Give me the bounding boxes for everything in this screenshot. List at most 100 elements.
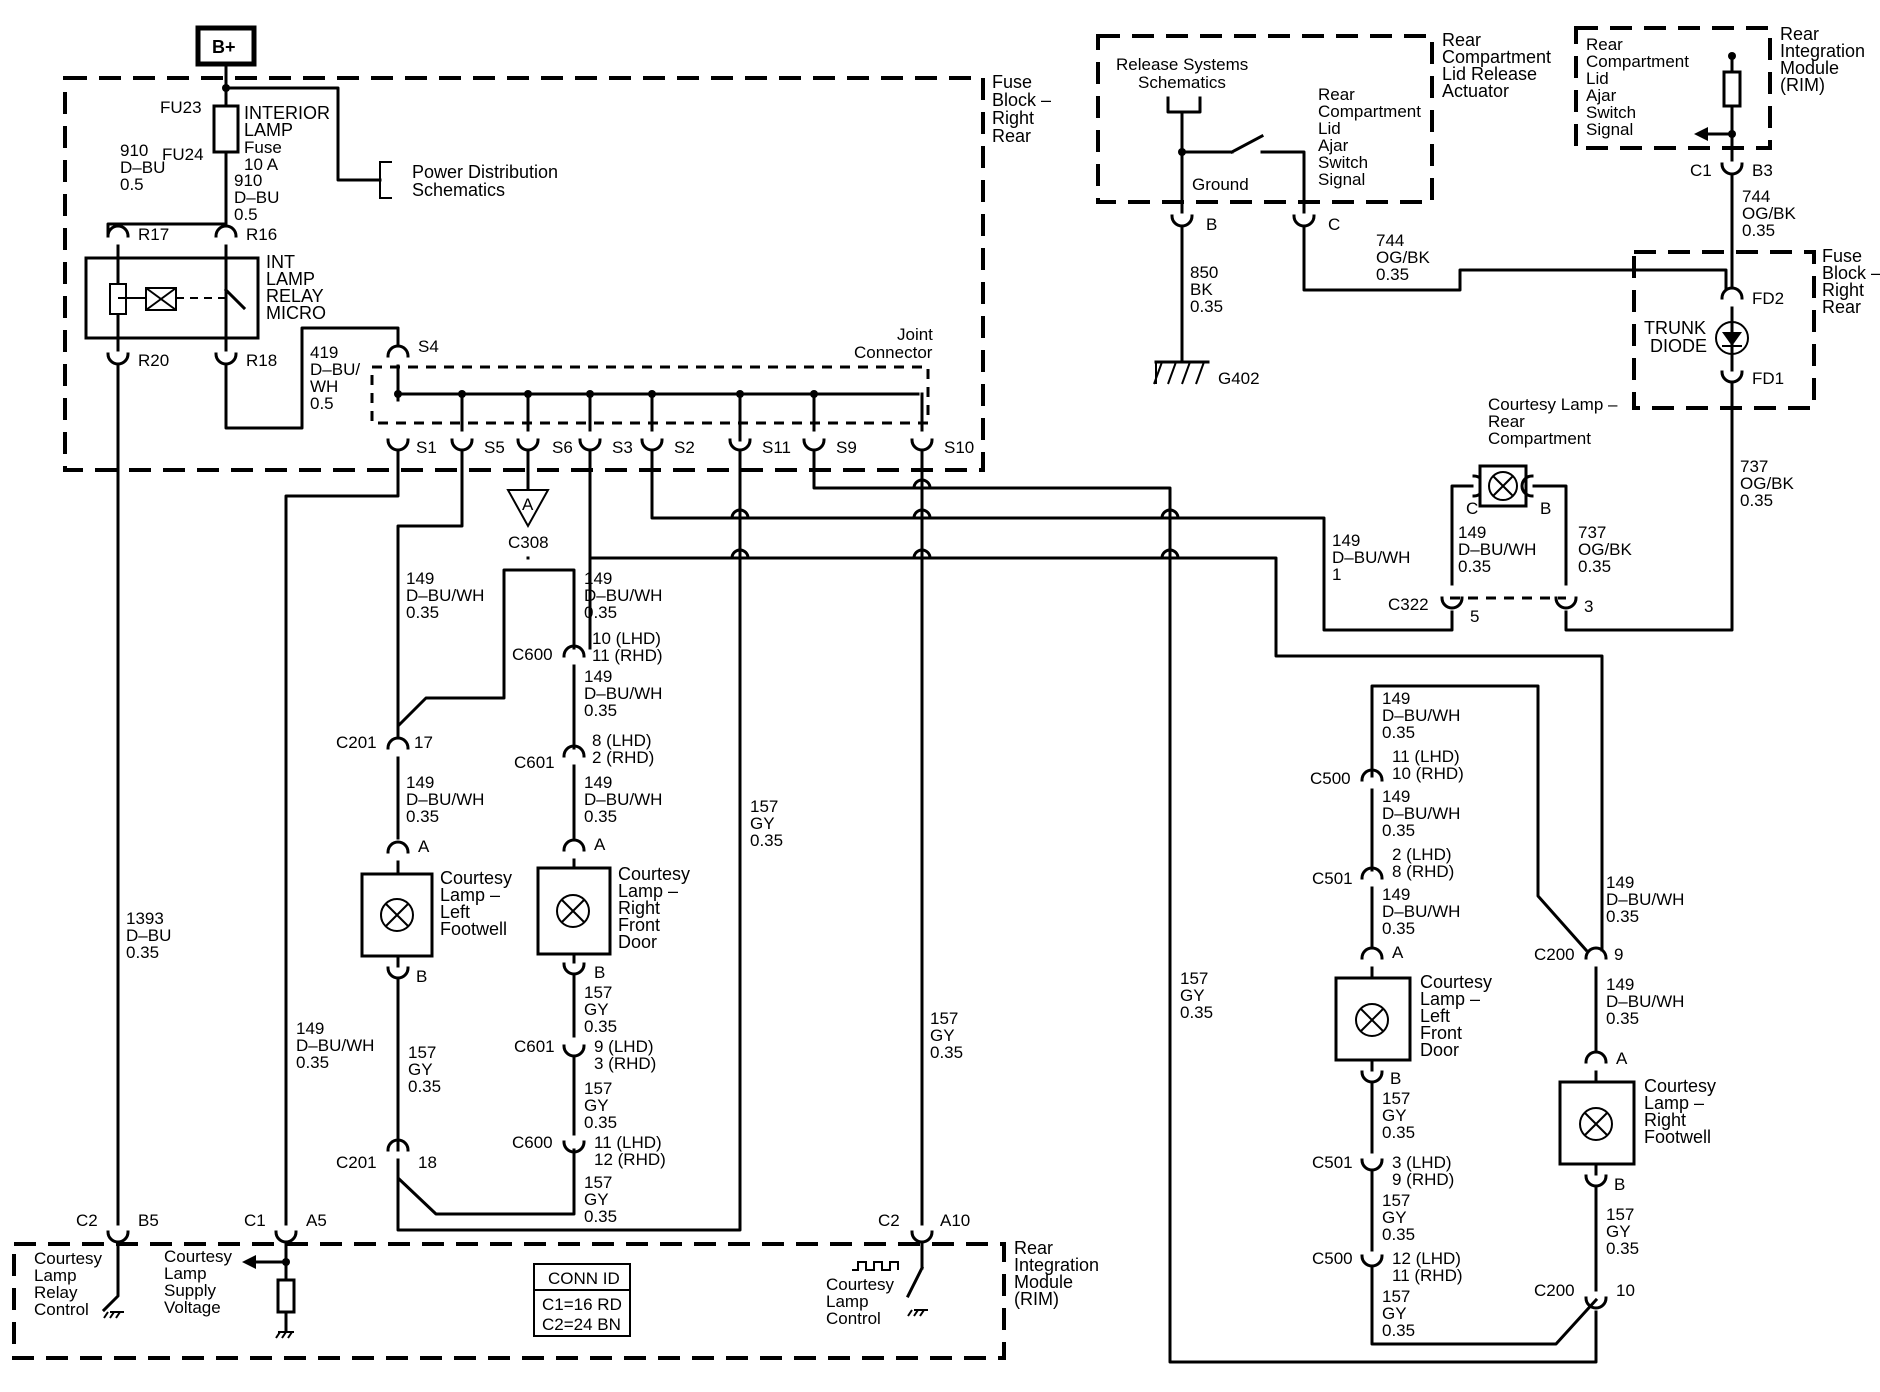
svg-text:A: A bbox=[1392, 943, 1404, 962]
svg-text:8 (RHD): 8 (RHD) bbox=[1392, 862, 1454, 881]
svg-text:12 (LHD): 12 (LHD) bbox=[1392, 1249, 1461, 1268]
lamp-rear-compartment-label: Courtesy Lamp – Rear Compartment bbox=[1488, 395, 1618, 448]
svg-text:Relay: Relay bbox=[34, 1283, 78, 1302]
svg-text:Rear: Rear bbox=[1442, 30, 1481, 50]
svg-text:0.35: 0.35 bbox=[406, 807, 439, 826]
svg-text:10: 10 bbox=[1616, 1281, 1635, 1300]
rim-title: Rear Integration Module (RIM) bbox=[1014, 1238, 1099, 1309]
svg-text:0.35: 0.35 bbox=[1606, 1009, 1639, 1028]
svg-text:Actuator: Actuator bbox=[1442, 81, 1509, 101]
svg-text:S5: S5 bbox=[484, 438, 505, 457]
svg-text:A10: A10 bbox=[940, 1211, 970, 1230]
wire-157-a10: 157 GY 0.35 bbox=[930, 1009, 963, 1062]
svg-text:Integration: Integration bbox=[1014, 1255, 1099, 1275]
svg-text:Right: Right bbox=[1822, 280, 1864, 300]
relay-r17: R17 bbox=[138, 225, 169, 244]
lamp-right-footwell-label: Courtesy Lamp – Right Footwell bbox=[1644, 1076, 1716, 1147]
svg-text:D–BU/WH: D–BU/WH bbox=[296, 1036, 374, 1055]
svg-text:0.35: 0.35 bbox=[1376, 265, 1409, 284]
wire-157-far: 157 GY 0.35 bbox=[1180, 969, 1213, 1022]
joint-pins: S1 S5 S6 S3 S2 S11 S9 S10 bbox=[386, 438, 974, 457]
svg-text:11 (RHD): 11 (RHD) bbox=[592, 646, 663, 665]
svg-text:Fuse: Fuse bbox=[992, 72, 1032, 92]
svg-text:149: 149 bbox=[1382, 787, 1410, 806]
rim-top-switch-label: Rear Compartment Lid Ajar Switch Signal bbox=[1586, 35, 1689, 139]
lamp-left-footwell-label: Courtesy Lamp – Left Footwell bbox=[440, 868, 512, 939]
svg-text:Door: Door bbox=[618, 932, 657, 952]
battery-label: B+ bbox=[212, 37, 236, 57]
svg-text:Left: Left bbox=[440, 902, 470, 922]
svg-text:0.35: 0.35 bbox=[584, 1113, 617, 1132]
svg-text:S11: S11 bbox=[762, 438, 791, 457]
wire-149-c600: 149 D–BU/WH 0.35 bbox=[584, 667, 662, 720]
c201-top-label: C201 bbox=[336, 733, 377, 752]
wire-157-rf1: 157 GY 0.35 bbox=[584, 983, 617, 1036]
svg-text:TRUNK: TRUNK bbox=[1644, 318, 1706, 338]
wire-149-lfd3: 149 D–BU/WH 0.35 bbox=[1382, 885, 1460, 938]
svg-text:Fuse: Fuse bbox=[1822, 246, 1862, 266]
actuator-switch-label: Rear Compartment Lid Ajar Switch Signal bbox=[1318, 85, 1421, 189]
svg-text:C2: C2 bbox=[76, 1211, 98, 1230]
power-distribution-label: Power Distribution Schematics bbox=[412, 162, 558, 200]
svg-text:0.35: 0.35 bbox=[1382, 723, 1415, 742]
svg-text:Rear: Rear bbox=[1318, 85, 1355, 104]
c501-top-label: C501 bbox=[1312, 869, 1353, 888]
actuator-outline bbox=[1096, 34, 1434, 204]
svg-text:B: B bbox=[1206, 215, 1217, 234]
svg-text:0.35: 0.35 bbox=[1742, 221, 1775, 240]
fuse-block-left-title: Fuse Block – Right Rear bbox=[992, 72, 1051, 146]
svg-text:FD2: FD2 bbox=[1752, 289, 1784, 308]
svg-text:0.35: 0.35 bbox=[408, 1077, 441, 1096]
c500-top-label: C500 bbox=[1310, 769, 1351, 788]
svg-text:9: 9 bbox=[1614, 945, 1623, 964]
svg-text:149: 149 bbox=[296, 1019, 324, 1038]
svg-text:12 (RHD): 12 (RHD) bbox=[594, 1150, 666, 1169]
trunk-diode-label: TRUNK DIODE bbox=[1644, 318, 1707, 356]
svg-text:Front: Front bbox=[618, 915, 660, 935]
svg-text:1: 1 bbox=[1332, 565, 1341, 584]
svg-text:0.35: 0.35 bbox=[584, 1017, 617, 1036]
svg-text:Footwell: Footwell bbox=[440, 919, 507, 939]
svg-text:737: 737 bbox=[1740, 457, 1768, 476]
svg-text:Schematics: Schematics bbox=[1138, 73, 1226, 92]
svg-text:Rear: Rear bbox=[1780, 24, 1819, 44]
c322-label: C322 bbox=[1388, 595, 1429, 614]
c600-top-label: C600 bbox=[512, 645, 553, 664]
svg-text:LAMP: LAMP bbox=[266, 269, 315, 289]
c200-bot-label: C200 bbox=[1534, 1281, 1575, 1300]
svg-text:MICRO: MICRO bbox=[266, 303, 326, 323]
svg-text:Control: Control bbox=[826, 1309, 881, 1328]
svg-text:Voltage: Voltage bbox=[164, 1298, 221, 1317]
wire-149-rim: 149 D–BU/WH 0.35 bbox=[296, 1019, 374, 1072]
svg-text:C1: C1 bbox=[1690, 161, 1712, 180]
svg-text:149: 149 bbox=[406, 773, 434, 792]
svg-text:9 (RHD): 9 (RHD) bbox=[1392, 1170, 1454, 1189]
svg-text:910: 910 bbox=[120, 141, 148, 160]
wire-149-c601: 149 D–BU/WH 0.35 bbox=[584, 773, 662, 826]
svg-text:Courtesy: Courtesy bbox=[1644, 1076, 1716, 1096]
svg-text:0.35: 0.35 bbox=[1382, 1225, 1415, 1244]
wire-149-c201: 149 D–BU/WH 0.35 bbox=[406, 773, 484, 826]
svg-text:Compartment: Compartment bbox=[1442, 47, 1551, 67]
svg-text:D–BU: D–BU bbox=[234, 188, 279, 207]
svg-text:Courtesy: Courtesy bbox=[826, 1275, 895, 1294]
c200-top-label: C200 bbox=[1534, 945, 1575, 964]
svg-text:0.35: 0.35 bbox=[1578, 557, 1611, 576]
fu23-fuse bbox=[212, 104, 240, 154]
svg-text:Right: Right bbox=[618, 898, 660, 918]
wire-737-right: 737 OG/BK 0.35 bbox=[1740, 457, 1795, 510]
svg-text:GY: GY bbox=[1382, 1106, 1407, 1125]
svg-text:0.35: 0.35 bbox=[406, 603, 439, 622]
svg-text:3 (RHD): 3 (RHD) bbox=[594, 1054, 656, 1073]
fuse-block-left-outline bbox=[63, 76, 985, 472]
svg-text:B: B bbox=[1390, 1069, 1401, 1088]
svg-text:Power Distribution: Power Distribution bbox=[412, 162, 558, 182]
svg-text:0.35: 0.35 bbox=[1180, 1003, 1213, 1022]
svg-text:Door: Door bbox=[1420, 1040, 1459, 1060]
svg-text:Lamp: Lamp bbox=[164, 1264, 207, 1283]
wire-737-c322: 737 OG/BK 0.35 bbox=[1578, 523, 1633, 576]
svg-text:737: 737 bbox=[1578, 523, 1606, 542]
svg-text:(RIM): (RIM) bbox=[1014, 1289, 1059, 1309]
svg-text:Courtesy: Courtesy bbox=[34, 1249, 103, 1268]
svg-text:Joint: Joint bbox=[897, 325, 933, 344]
